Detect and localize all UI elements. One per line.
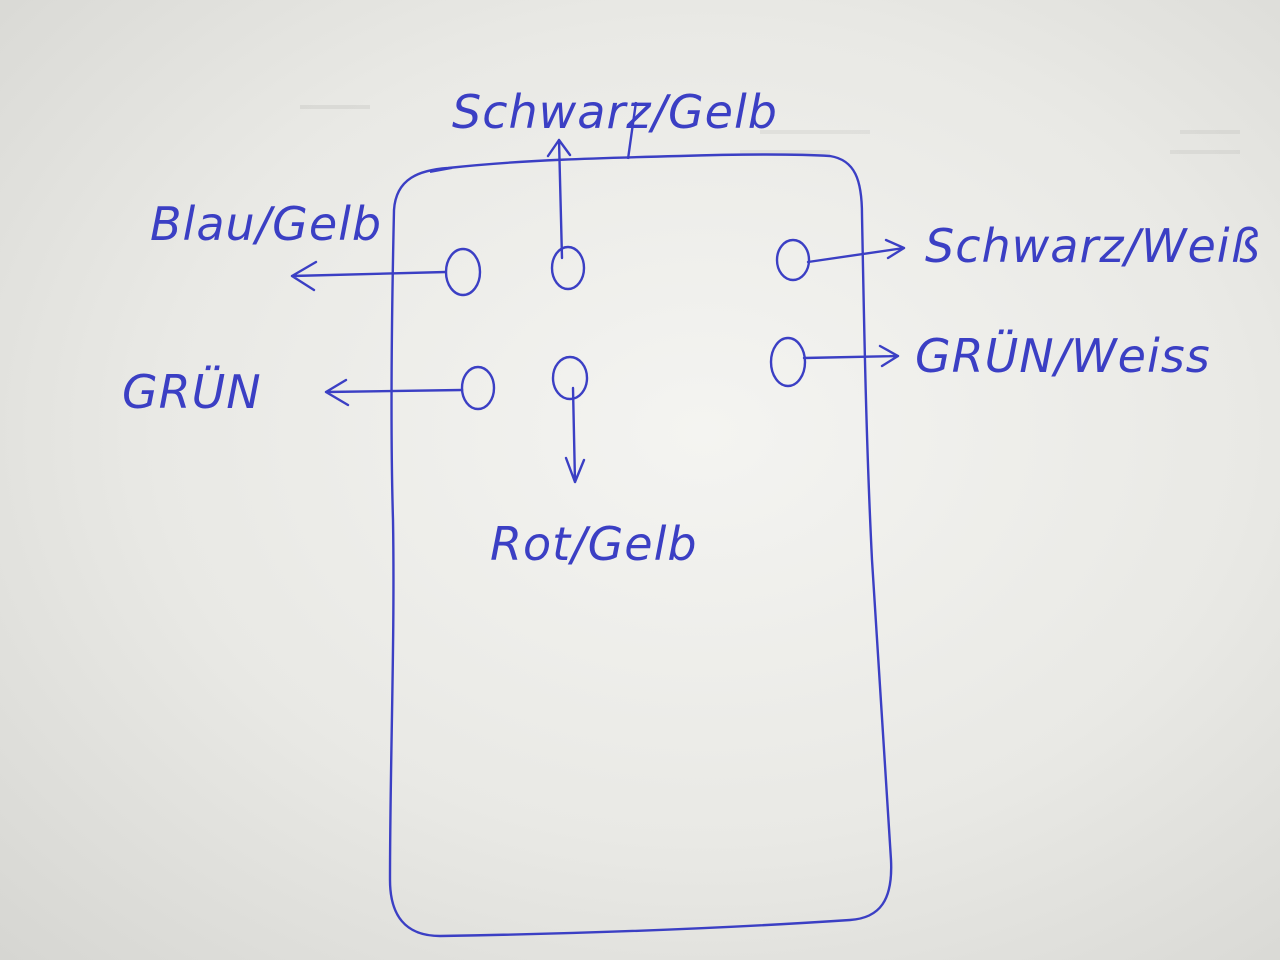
pin-top-left	[444, 247, 482, 297]
arrow-bottom-left	[324, 378, 464, 407]
arrow-top-left	[290, 260, 448, 292]
pin-bottom-middle	[551, 355, 589, 401]
arrow-top-middle	[546, 138, 572, 260]
housing-notch-mark	[626, 101, 638, 160]
connector-housing	[388, 153, 893, 938]
pin-bottom-left	[460, 365, 496, 411]
arrow-top-right	[806, 238, 906, 264]
pin-top-right	[775, 238, 811, 282]
bleed-through-text	[300, 105, 1240, 154]
label-top-left: Blau/Gelb	[150, 197, 382, 251]
label-top-right: Schwarz/Weiß	[925, 219, 1261, 273]
label-top-middle: Schwarz/Gelb	[452, 85, 778, 139]
housing-corner-mark	[429, 167, 453, 173]
pin-top-middle	[550, 245, 586, 291]
arrow-right-lower	[802, 344, 900, 368]
label-right-lower: GRÜN/Weiss	[915, 329, 1211, 383]
label-bottom-left: GRÜN	[122, 365, 262, 419]
arrow-bottom-middle	[564, 386, 586, 484]
pin-right-lower	[769, 336, 807, 388]
label-bottom-middle: Rot/Gelb	[490, 517, 698, 571]
